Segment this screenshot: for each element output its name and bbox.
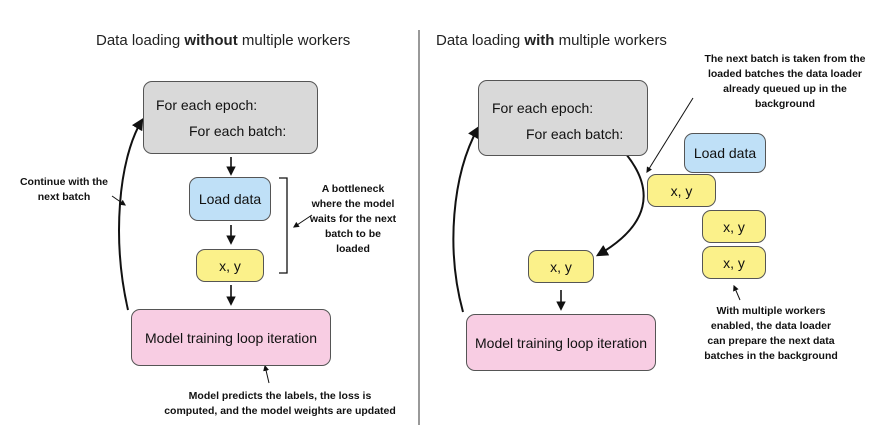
left-xy-box: x, y xyxy=(196,249,264,282)
right-xy-box-current: x, y xyxy=(528,250,594,283)
arrow-batch-to-xy xyxy=(595,153,645,257)
continue-note: Continue with the next batch xyxy=(19,176,109,203)
arrow-workers-note xyxy=(733,284,741,301)
right-epoch-label: For each epoch: xyxy=(492,100,594,116)
left-train-box: Model training loop iteration xyxy=(131,309,331,366)
predict-note: Model predicts the labels, the loss is c… xyxy=(164,390,396,417)
arrow-predict-note xyxy=(263,364,270,384)
left-epoch-label: For each epoch: xyxy=(156,97,258,113)
workers-note: With multiple workers enabled, the data … xyxy=(704,305,838,362)
left-epoch-box: For each epoch: For each batch: xyxy=(143,81,318,154)
right-xy-box-queued-1: x, y xyxy=(702,210,766,243)
right-xy-box-queued-2: x, y xyxy=(702,246,766,279)
arrow-next-batch-note xyxy=(646,97,694,174)
right-title: Data loading with multiple workers xyxy=(436,32,667,49)
right-train-box: Model training loop iteration xyxy=(466,314,656,371)
left-batch-label: For each batch: xyxy=(189,123,287,139)
right-xy-box-taken: x, y xyxy=(647,174,716,207)
bottleneck-note: A bottleneck where the model waits for t… xyxy=(309,183,397,255)
right-epoch-box: For each epoch: For each batch: xyxy=(478,80,648,156)
arrow-bottleneck-note xyxy=(293,214,313,228)
right-batch-label: For each batch: xyxy=(526,126,624,142)
right-load-data-box: Load data xyxy=(684,133,766,173)
left-load-data-box: Load data xyxy=(189,177,271,221)
bottleneck-bracket xyxy=(279,177,288,274)
loop-arrow-left xyxy=(118,117,144,311)
arrow-continue-note xyxy=(111,195,126,206)
loop-arrow-right xyxy=(452,125,480,313)
left-title: Data loading without multiple workers xyxy=(96,32,351,49)
next-batch-note: The next batch is taken from the loaded … xyxy=(704,53,866,110)
